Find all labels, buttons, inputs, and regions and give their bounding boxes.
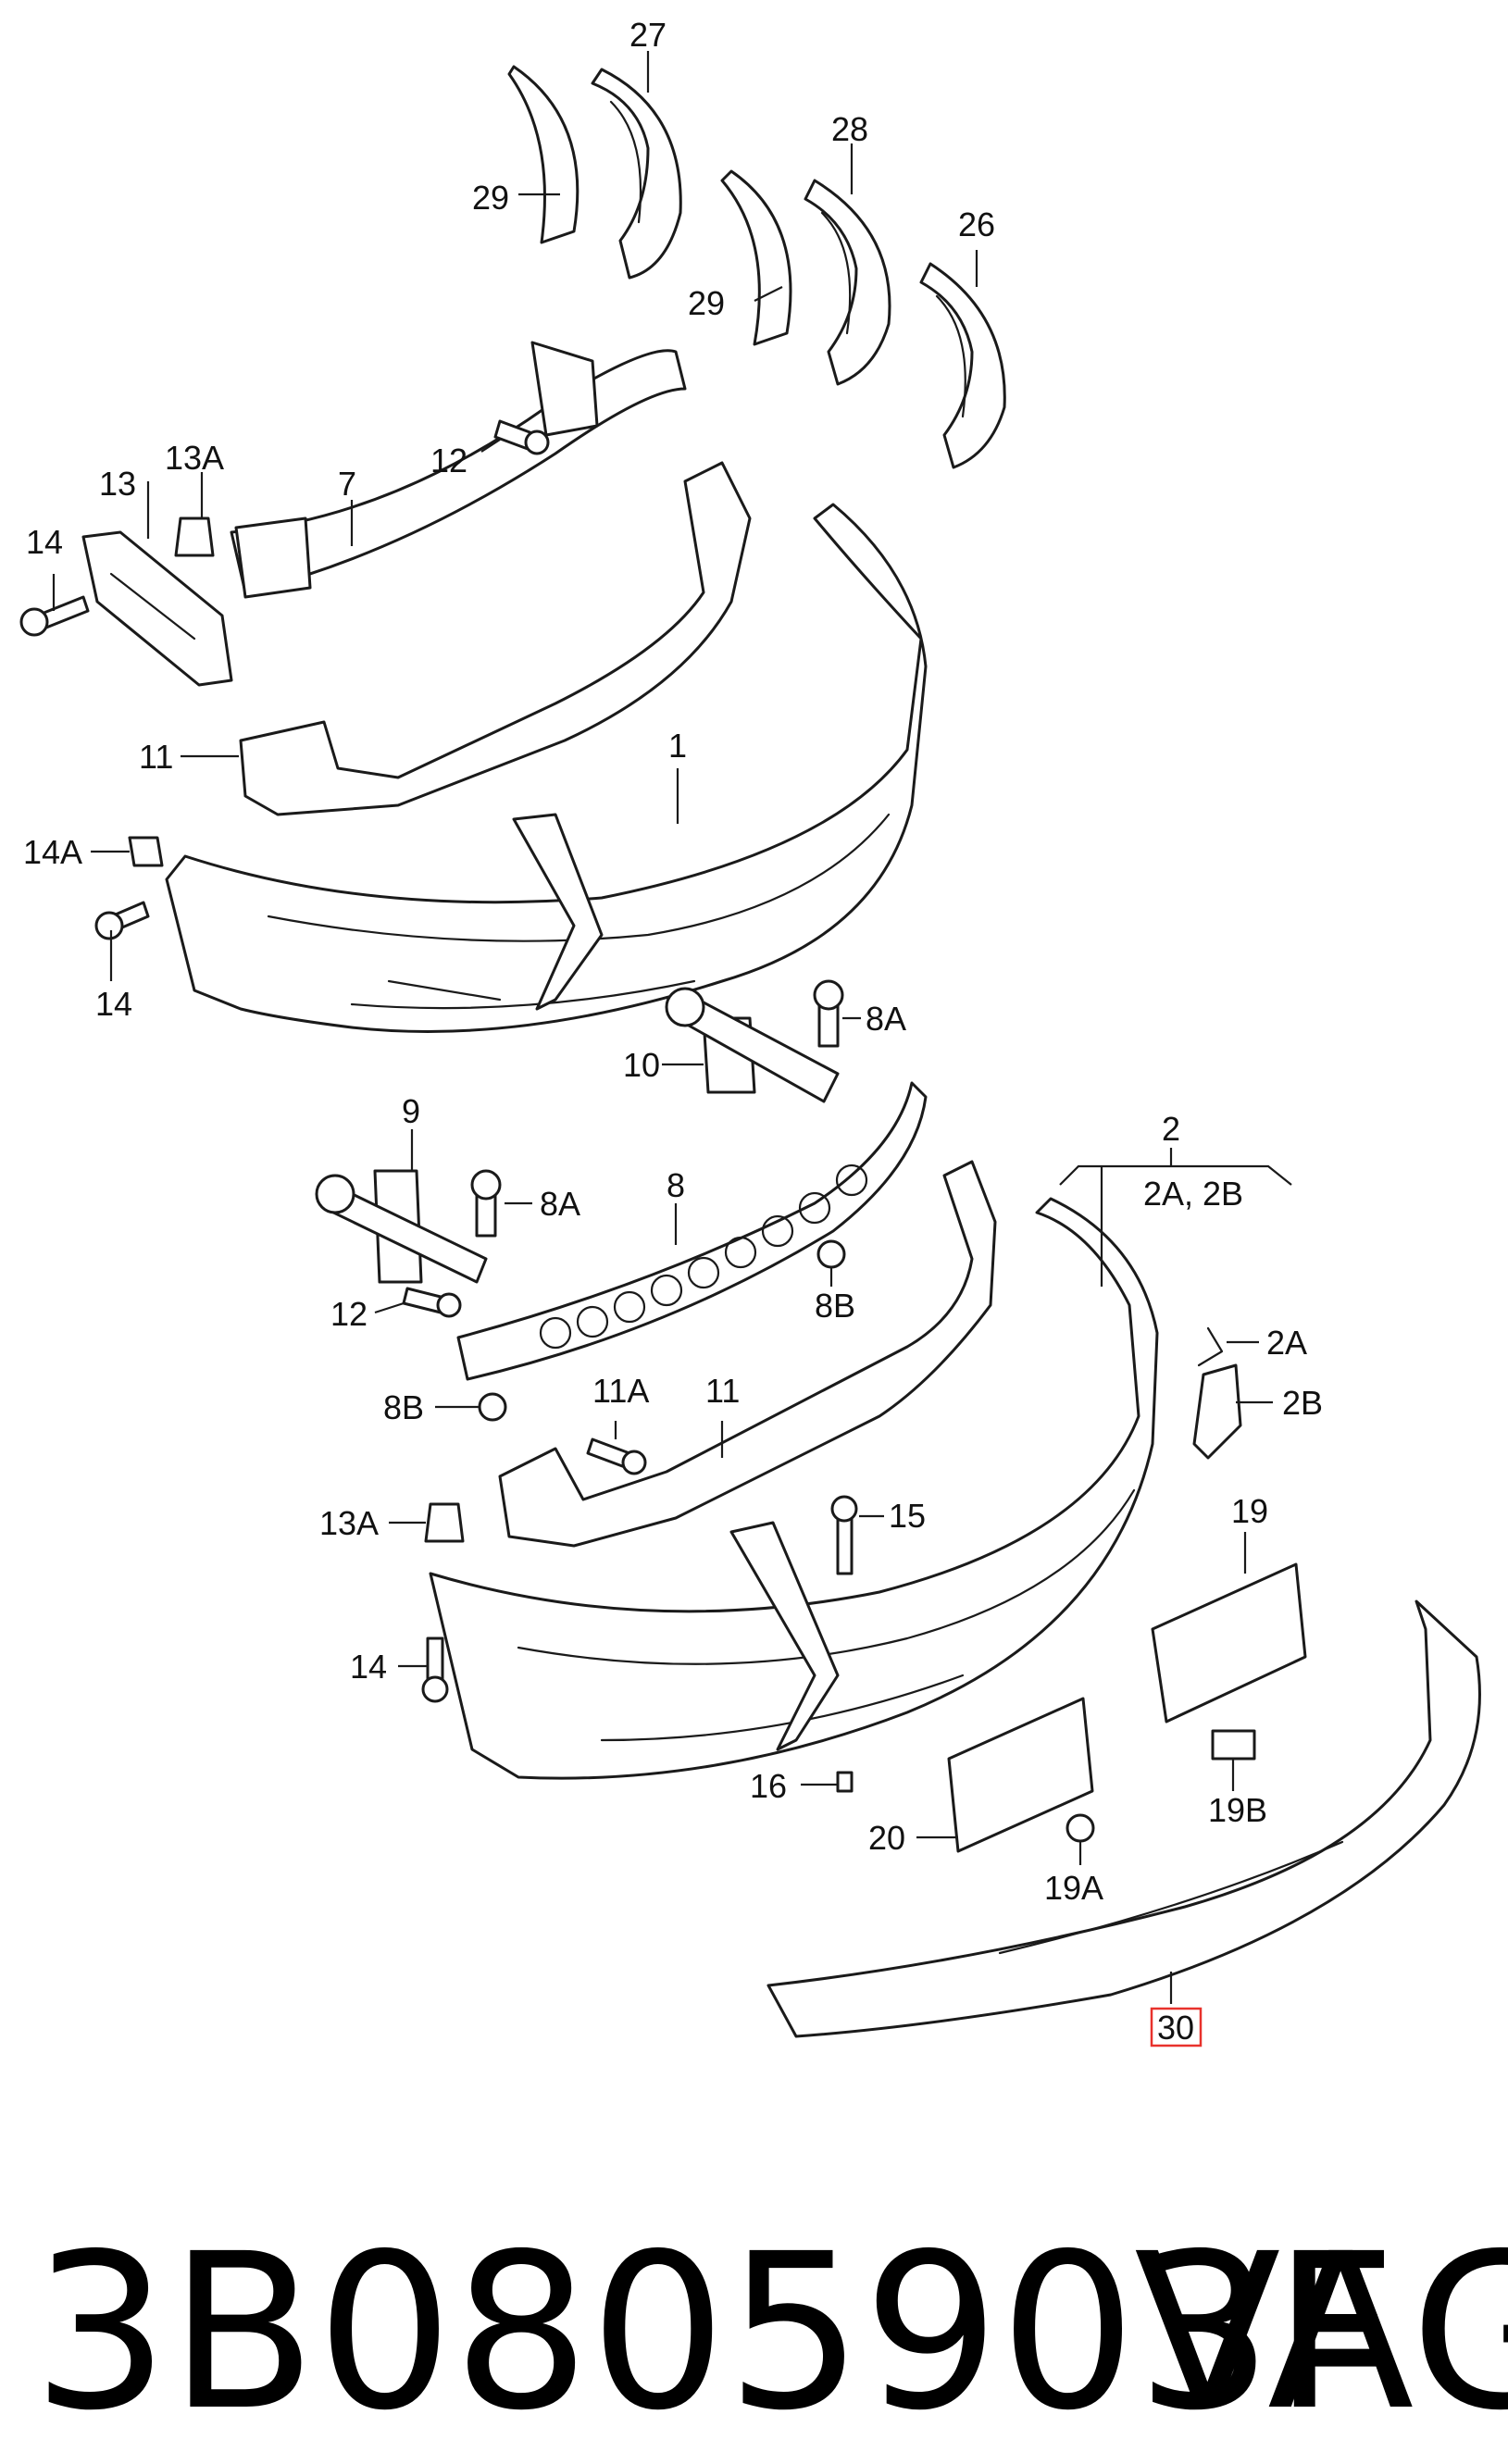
part-12-bolt-top bbox=[493, 419, 550, 455]
label-8A-top: 8A bbox=[866, 1000, 906, 1038]
part-11-absorber-bottom bbox=[498, 1160, 997, 1548]
label-16: 16 bbox=[750, 1767, 787, 1805]
part-14A-nut-top bbox=[128, 836, 164, 867]
label-28: 28 bbox=[831, 110, 868, 148]
part-8A-bolt-top bbox=[813, 979, 844, 1048]
part-20-plate-holder bbox=[947, 1697, 1094, 1853]
part-15-bolt bbox=[830, 1495, 858, 1575]
label-30: 30 bbox=[1157, 2009, 1194, 2047]
label-8A-mid: 8A bbox=[540, 1185, 580, 1223]
label-14-mid: 14 bbox=[95, 985, 132, 1023]
label-19A: 19A bbox=[1044, 1869, 1103, 1907]
part-29-mid-strip bbox=[720, 169, 792, 346]
part-2B-washer-cover bbox=[1192, 1363, 1242, 1460]
part-26-trim bbox=[919, 262, 1006, 469]
label-7: 7 bbox=[338, 465, 356, 503]
part-10-mount bbox=[665, 987, 840, 1103]
label-12-top: 12 bbox=[430, 442, 467, 479]
part-19B-clip bbox=[1211, 1729, 1256, 1761]
label-26: 26 bbox=[958, 205, 995, 243]
label-2B: 2B bbox=[1282, 1384, 1323, 1422]
part-8A-bolt-mid bbox=[470, 1169, 502, 1238]
part-13A-clip-bottom bbox=[424, 1502, 465, 1543]
part-11A-screw bbox=[586, 1437, 647, 1475]
label-11-mid: 11 bbox=[705, 1372, 740, 1410]
part-30-spoiler bbox=[766, 1599, 1481, 2038]
leader-lines bbox=[52, 51, 1292, 2004]
label-15: 15 bbox=[889, 1497, 926, 1535]
label-14-bottom: 14 bbox=[350, 1648, 387, 1686]
part-1-bumper-cover bbox=[165, 503, 928, 1033]
label-20: 20 bbox=[868, 1819, 905, 1857]
label-29-mid: 29 bbox=[688, 284, 725, 322]
label-2A-2B: 2A, 2B bbox=[1143, 1175, 1243, 1213]
label-19B: 19B bbox=[1208, 1791, 1267, 1829]
label-1: 1 bbox=[668, 727, 687, 765]
label-13A-top: 13A bbox=[165, 439, 224, 477]
label-8: 8 bbox=[667, 1166, 685, 1204]
label-12-mid: 12 bbox=[330, 1295, 368, 1333]
part-2-bumper-cover bbox=[429, 1197, 1159, 1780]
label-8B-left: 8B bbox=[383, 1388, 424, 1426]
label-11A: 11A bbox=[592, 1372, 649, 1410]
part-16-clip bbox=[836, 1771, 854, 1793]
part-14-screw-bottom bbox=[421, 1636, 449, 1703]
part-7-impact-bar bbox=[230, 341, 687, 599]
highlight-box-30 bbox=[1150, 2007, 1203, 2047]
callout-labels: 27 29 28 29 26 12 13 13A 7 14 11 1 14A 1… bbox=[23, 16, 1323, 2047]
part-14-screw-top bbox=[19, 595, 90, 637]
label-13: 13 bbox=[99, 465, 136, 503]
part-13A-clip-top bbox=[174, 516, 215, 557]
part-19A-screw bbox=[1066, 1813, 1095, 1843]
part-28-trim bbox=[804, 179, 891, 386]
label-2A: 2A bbox=[1266, 1324, 1307, 1362]
part-9-mount bbox=[315, 1169, 488, 1284]
label-9: 9 bbox=[402, 1092, 420, 1130]
part-2A-clip bbox=[1197, 1326, 1224, 1367]
label-11-top: 11 bbox=[139, 738, 173, 776]
part-8B-nut-right bbox=[816, 1239, 846, 1269]
brand-text: VAG bbox=[1134, 2208, 1508, 2458]
part-19-plate-bracket bbox=[1151, 1562, 1307, 1724]
part-8-carrier-bar bbox=[456, 1081, 928, 1381]
label-19: 19 bbox=[1231, 1492, 1268, 1530]
label-8B-right: 8B bbox=[815, 1287, 855, 1325]
part-number-text: 3B0805903F bbox=[32, 2208, 1396, 2458]
label-14A: 14A bbox=[23, 833, 82, 871]
label-29-top: 29 bbox=[472, 179, 509, 217]
part-11-absorber-top bbox=[239, 461, 752, 816]
part-29-left-strip bbox=[507, 65, 580, 244]
part-27-trim bbox=[591, 68, 682, 280]
label-10: 10 bbox=[623, 1046, 660, 1084]
part-13-bracket-left bbox=[81, 530, 233, 687]
part-14-screw-mid bbox=[94, 901, 150, 940]
label-13A-bottom: 13A bbox=[319, 1504, 379, 1542]
part-12-bolt-mid bbox=[402, 1287, 462, 1318]
label-14-top: 14 bbox=[26, 523, 63, 561]
label-27: 27 bbox=[629, 16, 667, 54]
part-8B-nut-left bbox=[478, 1392, 507, 1422]
label-2: 2 bbox=[1162, 1110, 1180, 1148]
